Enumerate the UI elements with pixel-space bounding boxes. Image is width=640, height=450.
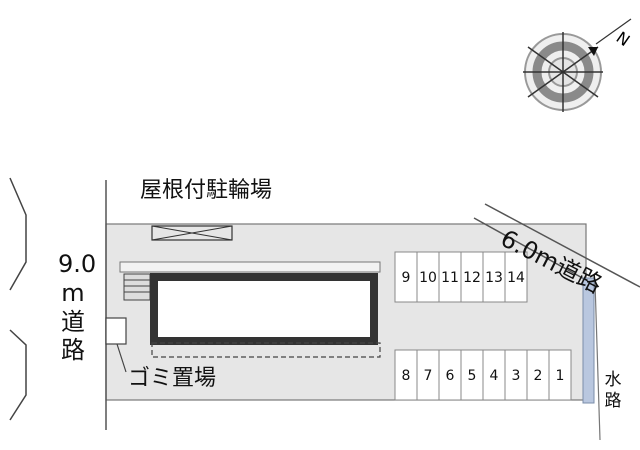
parking-space-number: 9 [402,270,411,286]
parking-space-number: 7 [424,368,433,384]
waterway-char-1: 水 [604,370,622,390]
parking-space-number: 1 [556,368,565,384]
parking-space-number: 14 [507,270,525,286]
parking-space-number: 5 [468,368,477,384]
west-road-width: 9.0 [58,250,97,278]
west-road-char-2: 路 [61,336,85,365]
parking-space-number: 6 [446,368,455,384]
waterway-channel [582,277,595,404]
north-arrow-icon [588,47,598,56]
parking-space-number: 8 [402,368,411,384]
parking-space-number: 11 [441,270,459,286]
compass-north-label: N [613,28,634,50]
compass-rose: N [523,18,634,112]
parking-space [504,251,528,303]
parking-space-number: 10 [419,270,437,286]
waterway-char-2: 路 [604,391,622,412]
east-road-edge-outer [484,203,640,288]
lower-walkway [151,342,381,358]
east-road-edge-inner [473,217,587,281]
building [150,273,378,345]
parking-space [548,349,572,401]
parking-space-number: 12 [463,270,481,286]
parking-space-number: 4 [490,368,499,384]
bicycle-parking [151,225,233,241]
west-road-unit: m [61,278,85,307]
waterway-label: 水 路 [600,370,626,413]
stairs [123,273,151,301]
parking-space-number: 13 [485,270,503,286]
garbage-area [105,317,127,345]
bicycle-parking-label: 屋根付駐輪場 [140,178,273,203]
road-break-upper [9,177,27,291]
west-road-label: 9.0 m 道 路 [58,250,97,365]
west-road-char-1: 道 [61,307,85,336]
road-break-lower [9,329,27,421]
parking-space-number: 2 [534,368,543,384]
parking-space-number: 3 [512,368,521,384]
upper-walkway [119,261,381,273]
garbage-leader-line [116,343,127,373]
garbage-area-label: ゴミ置場 [128,366,217,391]
